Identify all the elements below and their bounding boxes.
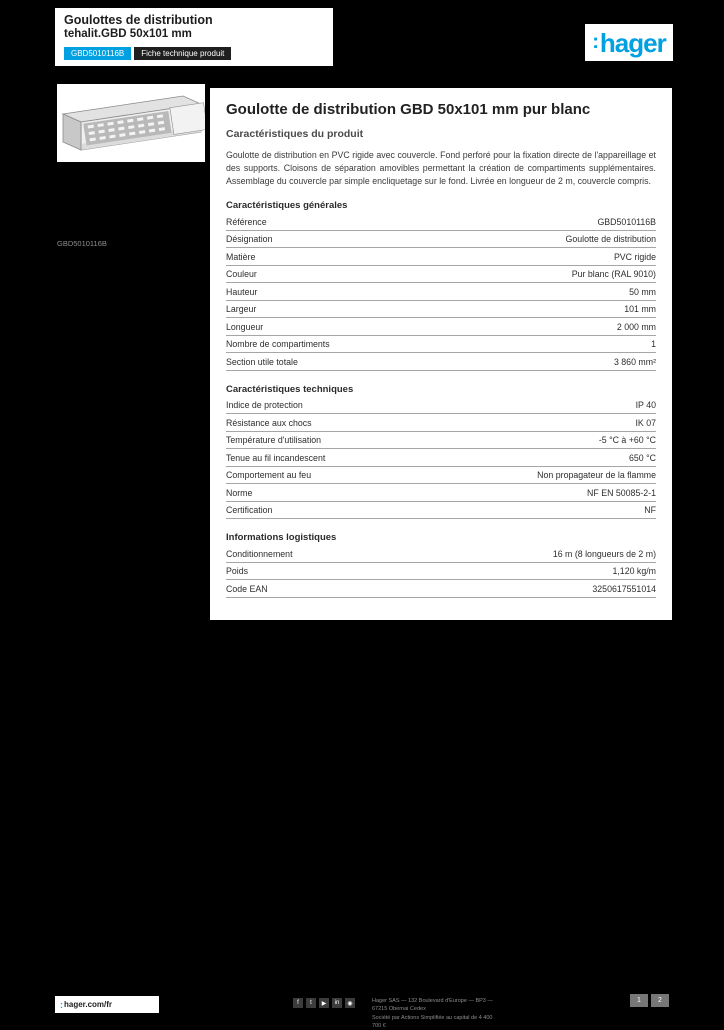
row-value: 1,120 kg/m bbox=[612, 566, 656, 576]
row-value: GBD5010116B bbox=[597, 217, 656, 227]
product-description: Goulotte de distribution en PVC rigide a… bbox=[226, 149, 656, 187]
footer-site-link[interactable]: : hager.com/fr bbox=[55, 996, 159, 1013]
row-value: 3 860 mm² bbox=[614, 357, 656, 367]
document-header: Goulottes de distribution tehalit.GBD 50… bbox=[55, 8, 333, 66]
row-label: Désignation bbox=[226, 234, 282, 244]
row-label: Comportement au feu bbox=[226, 470, 321, 480]
table-row: Norme NF EN 50085-2-1 bbox=[226, 484, 656, 502]
instagram-icon[interactable]: ◉ bbox=[345, 998, 355, 1008]
row-label: Matière bbox=[226, 252, 265, 262]
site-url: hager.com/fr bbox=[64, 1000, 112, 1009]
reference-badge: GBD5010116B bbox=[64, 47, 131, 60]
row-value: 16 m (8 longueurs de 2 m) bbox=[553, 549, 656, 559]
page-indicator: 1 2 bbox=[630, 994, 669, 1007]
twitter-icon[interactable]: t bbox=[306, 998, 316, 1008]
site-colon: : bbox=[60, 1000, 63, 1010]
product-reference-caption: GBD5010116B bbox=[57, 239, 167, 248]
row-value: 50 mm bbox=[629, 287, 656, 297]
row-label: Poids bbox=[226, 566, 258, 576]
row-value: 650 °C bbox=[629, 453, 656, 463]
row-label: Indice de protection bbox=[226, 400, 313, 410]
table-row: Poids 1,120 kg/m bbox=[226, 563, 656, 581]
row-value: -5 °C à +60 °C bbox=[599, 435, 656, 445]
footer-address: Hager SAS — 132 Boulevard d'Europe — BP3… bbox=[372, 997, 502, 1030]
linkedin-icon[interactable]: in bbox=[332, 998, 342, 1008]
row-value: PVC rigide bbox=[614, 252, 656, 262]
doc-title-line2: tehalit.GBD 50x101 mm bbox=[64, 28, 324, 42]
product-title: Goulotte de distribution GBD 50x101 mm p… bbox=[226, 101, 656, 119]
characteristics-panel: Goulotte de distribution GBD 50x101 mm p… bbox=[210, 88, 672, 620]
table-row: Conditionnement 16 m (8 longueurs de 2 m) bbox=[226, 545, 656, 563]
hager-logo: hager bbox=[600, 30, 666, 56]
row-value: Pur blanc (RAL 9010) bbox=[572, 269, 656, 279]
row-value: Non propagateur de la flamme bbox=[537, 470, 656, 480]
table-row: Certification NF bbox=[226, 502, 656, 520]
doc-type-badge: Fiche technique produit bbox=[134, 47, 231, 60]
table-row: Section utile totale 3 860 mm² bbox=[226, 353, 656, 371]
table-row: Référence GBD5010116B bbox=[226, 213, 656, 231]
row-label: Norme bbox=[226, 488, 262, 498]
address-line1: Hager SAS — 132 Boulevard d'Europe — BP3… bbox=[372, 997, 502, 1014]
row-label: Largeur bbox=[226, 304, 266, 314]
row-label: Référence bbox=[226, 217, 277, 227]
panel-subtitle: Caractéristiques du produit bbox=[226, 128, 656, 140]
table-row: Code EAN 3250617551014 bbox=[226, 580, 656, 598]
table-row: Longueur 2 000 mm bbox=[226, 318, 656, 336]
logo-colon: : bbox=[592, 31, 599, 54]
row-label: Résistance aux chocs bbox=[226, 418, 322, 428]
address-line2: Société par Actions Simplifiée au capita… bbox=[372, 1014, 502, 1030]
row-value: NF bbox=[644, 505, 656, 515]
row-label: Couleur bbox=[226, 269, 267, 279]
page-indicator-box-left: 1 bbox=[630, 994, 648, 1007]
row-label: Code EAN bbox=[226, 584, 278, 594]
table-row: Matière PVC rigide bbox=[226, 248, 656, 266]
header-badges: GBD5010116B Fiche technique produit bbox=[64, 47, 324, 60]
row-value: IK 07 bbox=[635, 418, 656, 428]
row-label: Hauteur bbox=[226, 287, 267, 297]
table-row: Température d'utilisation -5 °C à +60 °C bbox=[226, 432, 656, 450]
row-label: Nombre de compartiments bbox=[226, 339, 340, 349]
table-row: Tenue au fil incandescent 650 °C bbox=[226, 449, 656, 467]
section-heading-technical: Caractéristiques techniques bbox=[226, 384, 656, 397]
row-value: IP 40 bbox=[636, 400, 656, 410]
doc-title-line1: Goulottes de distribution bbox=[64, 13, 324, 28]
table-row: Comportement au feu Non propagateur de la… bbox=[226, 467, 656, 485]
table-row: Indice de protection IP 40 bbox=[226, 397, 656, 415]
trunking-illustration bbox=[57, 84, 205, 162]
row-label: Conditionnement bbox=[226, 549, 303, 559]
social-icons: f t ▶ in ◉ bbox=[293, 998, 355, 1008]
table-row: Nombre de compartiments 1 bbox=[226, 336, 656, 354]
row-value: 3250617551014 bbox=[592, 584, 656, 594]
row-label: Tenue au fil incandescent bbox=[226, 453, 335, 463]
section-heading-logistics: Informations logistiques bbox=[226, 532, 656, 545]
page-indicator-box-right: 2 bbox=[651, 994, 669, 1007]
row-label: Certification bbox=[226, 505, 282, 515]
table-row: Résistance aux chocs IK 07 bbox=[226, 414, 656, 432]
table-row: Désignation Goulotte de distribution bbox=[226, 231, 656, 249]
row-value: 1 bbox=[651, 339, 656, 349]
table-row: Hauteur 50 mm bbox=[226, 283, 656, 301]
row-label: Température d'utilisation bbox=[226, 435, 331, 445]
row-value: 2 000 mm bbox=[617, 322, 656, 332]
table-row: Couleur Pur blanc (RAL 9010) bbox=[226, 266, 656, 284]
table-row: Largeur 101 mm bbox=[226, 301, 656, 319]
facebook-icon[interactable]: f bbox=[293, 998, 303, 1008]
section-heading-general: Caractéristiques générales bbox=[226, 200, 656, 213]
row-label: Section utile totale bbox=[226, 357, 308, 367]
youtube-icon[interactable]: ▶ bbox=[319, 998, 329, 1008]
row-value: Goulotte de distribution bbox=[566, 234, 656, 244]
row-value: NF EN 50085-2-1 bbox=[587, 488, 656, 498]
product-image bbox=[57, 84, 205, 162]
row-label: Longueur bbox=[226, 322, 273, 332]
row-value: 101 mm bbox=[624, 304, 656, 314]
brand-logo-box: : hager bbox=[585, 24, 673, 61]
